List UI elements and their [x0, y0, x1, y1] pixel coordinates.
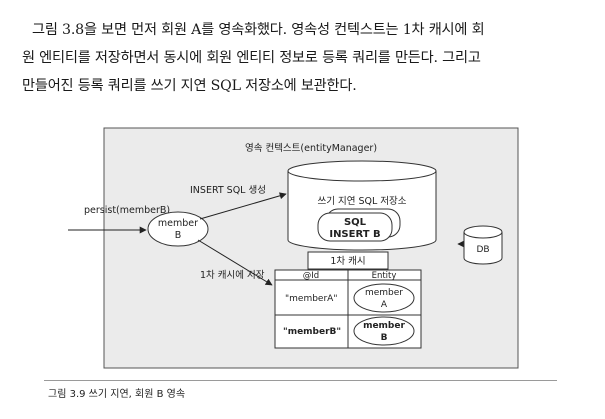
cache-row-2-entity-label-2: B [381, 333, 388, 343]
db-label: DB [476, 245, 489, 255]
cache-row-1-entity-label-1: member [365, 288, 403, 298]
sql-store-title: 쓰기 지연 SQL 저장소 [317, 196, 406, 207]
figure-caption: 그림 3.9 쓰기 지연, 회원 B 영속 [48, 389, 186, 400]
sql-item-label-2: INSERT B [329, 229, 380, 240]
paragraph-line-3: 만들어진 등록 쿼리를 쓰기 지연 SQL 저장소에 보관한다. [22, 78, 357, 94]
sql-item-label-1: SQL [344, 217, 367, 228]
persist-label: persist(memberB) [84, 205, 170, 216]
db-cylinder [463, 225, 503, 265]
save-cache-arrow [197, 239, 273, 286]
cache-title: 1차 캐시 [330, 255, 365, 267]
cache-row-2-entity [353, 316, 415, 346]
insert-sql-arrow [199, 192, 287, 220]
context-title: 영속 컨텍스트(entityManager) [245, 143, 377, 154]
body-paragraph: 그림 3.8을 보면 먼저 회원 A를 영속화했다. 영속성 컨텍스트는 1차 … [22, 16, 588, 100]
cache-row-1-entity-label-2: A [381, 300, 388, 310]
paragraph-line-1: 그림 3.8을 보면 먼저 회원 A를 영속화했다. 영속성 컨텍스트는 1차 … [32, 22, 485, 38]
insert-sql-label: INSERT SQL 생성 [190, 185, 266, 196]
member-b-node [147, 211, 209, 247]
caption-rule [44, 380, 557, 381]
save-cache-label: 1차 캐시에 저장 [200, 269, 265, 281]
cache-row-2-id: "memberB" [283, 327, 341, 337]
member-b-node-label-2: B [175, 230, 182, 241]
member-b-node-label-1: member [158, 218, 198, 229]
cache-title-box [307, 251, 389, 270]
cache-header-id: @Id [303, 271, 319, 281]
cache-row-1-entity [353, 283, 415, 313]
paragraph-line-2: 원 엔티티를 저장하면서 동시에 회원 엔티티 정보로 등록 쿼리를 만든다. … [22, 50, 481, 66]
cache-row-1-id: "memberA" [285, 294, 337, 304]
sql-item-front [317, 212, 393, 242]
cache-row-2-entity-label-1: member [363, 321, 405, 331]
cache-header-entity: Entity [372, 271, 397, 281]
